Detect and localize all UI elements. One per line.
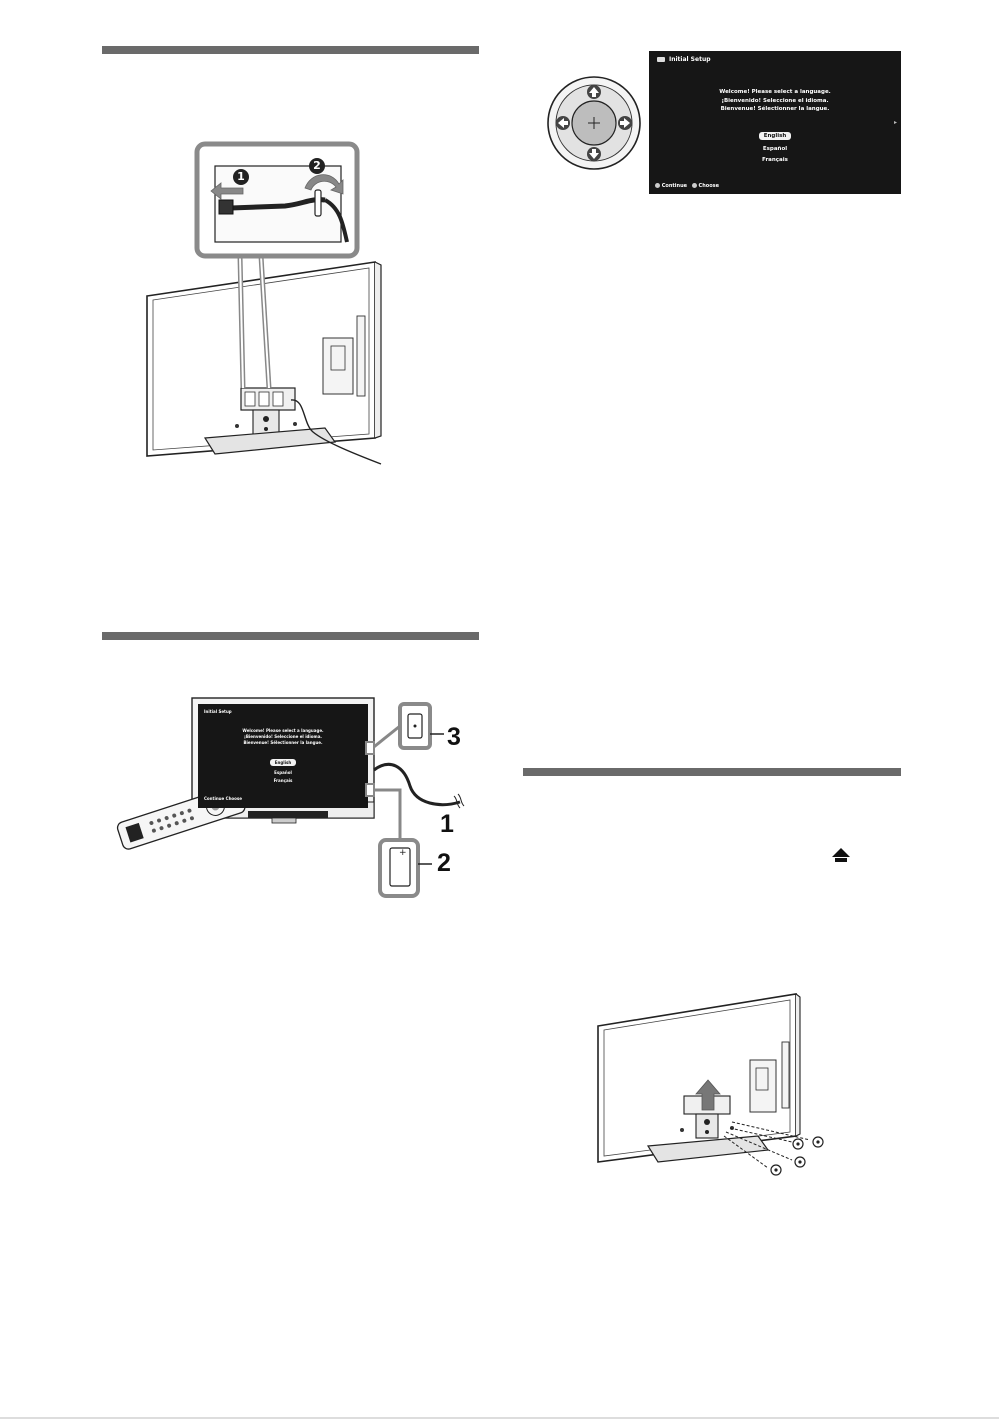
tv-screen-mini: Initial Setup Welcome! Please select a l… [198,704,368,808]
mini-option-english: English [198,759,368,766]
welcome-line: Welcome! Please select a language. [719,89,831,95]
mini-option-francais: Français [273,778,293,783]
option-english[interactable]: English [649,132,901,140]
section-rule-3 [523,768,901,776]
mini-welcome-line: Bienvenue! Sélectionner la langue. [243,740,323,746]
mini-welcome: Welcome! Please select a language. ¡Bien… [198,728,368,747]
up-arrow-icon [832,848,850,862]
setup-header-text: Initial Setup [669,56,711,63]
toolbox-icon [657,57,665,62]
dpad-left-arrow-icon [556,116,570,130]
welcome-line: Bienvenue! Sélectionner la langue. [720,106,830,113]
dpad-down-arrow-icon [587,147,601,161]
setup-header: Initial Setup [657,56,711,63]
plug-symbol: + [399,848,407,858]
callout-3: 3 [447,723,461,751]
tv-back-cable-figure [146,141,382,465]
stand-removal-figure [597,993,824,1176]
initial-setup-screen: Initial Setup Welcome! Please select a l… [649,51,901,194]
page-bottom-edge [0,1417,999,1419]
side-arrow-icon: ▸ [893,119,897,126]
mini-welcome-line: Welcome! Please select a language. [242,728,324,733]
choose-dot-icon [691,183,697,188]
dpad-up-arrow-icon [587,85,601,99]
dpad-right-arrow-icon [618,116,632,130]
step-2-badge: 2 [309,158,325,174]
option-francais[interactable]: Français [762,157,788,163]
callout-2: 2 [437,849,451,877]
mini-welcome-line: ¡Bienvenido! Seleccione el idioma. [244,734,322,740]
welcome-line: ¡Bienvenido! Seleccione el idioma. [721,97,829,104]
continue-dot-icon [655,183,660,188]
remote-dpad-figure [547,76,641,170]
mini-option-espanol: Español [274,770,292,775]
mini-footer: Continue Choose [204,796,243,801]
footer-choose: Choose [698,183,719,189]
connection-callouts [365,702,465,898]
footer-continue: Continue [661,183,688,189]
setup-footer: Continue Choose [655,183,719,189]
callout-1: 1 [440,810,454,838]
setup-welcome: Welcome! Please select a language. ¡Bien… [649,88,901,114]
option-espanol[interactable]: Español [762,146,788,152]
step-1-badge: 1 [233,169,249,185]
mini-header: Initial Setup [204,709,232,714]
section-rule-1 [102,46,479,54]
section-rule-2 [102,632,479,640]
